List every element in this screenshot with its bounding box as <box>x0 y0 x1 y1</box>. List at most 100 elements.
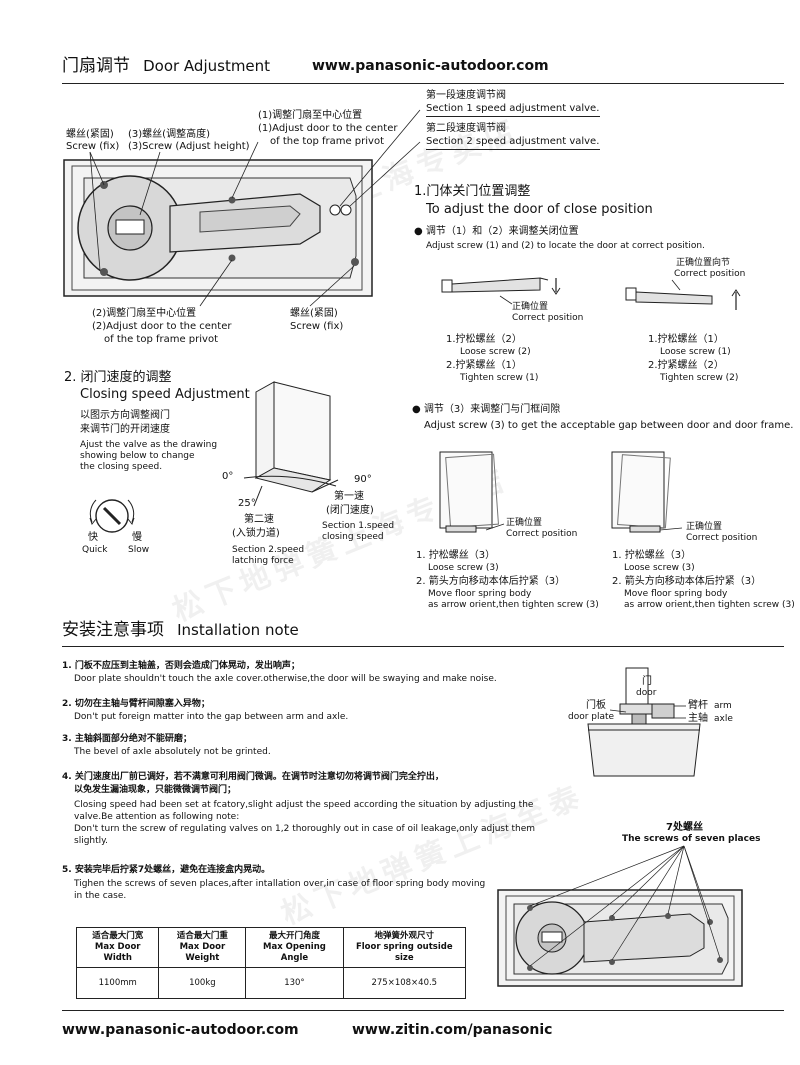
slow-label-en: Slow <box>128 545 150 555</box>
closing-speed-title-cn: 2. 闭门速度的调整 <box>64 370 172 385</box>
adjust2-label-en2: of the top frame privot <box>104 334 218 345</box>
correct-position-cn: 正确位置 <box>512 302 549 312</box>
speed2-cn2: (入锁力道) <box>232 528 280 539</box>
adjust1-label-en: (1)Adjust door to the center <box>258 123 398 134</box>
footer-url-2[interactable]: www.zitin.com/panasonic <box>352 1022 553 1038</box>
slow-label-cn: 慢 <box>132 532 142 543</box>
spec-value-weight: 100kg <box>158 967 247 999</box>
section2-underline <box>426 149 600 150</box>
angle-0-label: 0° <box>222 471 234 482</box>
right-step1-cn: 1.拧松螺丝（1） <box>648 334 724 345</box>
install-item-4-en1: Closing speed had been set at fcatory,sl… <box>74 800 534 810</box>
gap-left-step2-cn: 2. 箭头方向移动本体后拧紧（3） <box>416 576 566 587</box>
spec-table-value-row: 1100mm 100kg 130° 275×108×40.5 <box>75 967 467 999</box>
gap-correct-left-en: Correct position <box>506 529 578 539</box>
right-step1-en: Loose screw (1) <box>660 347 731 357</box>
footer-url-1[interactable]: www.panasonic-autodoor.com <box>62 1022 299 1038</box>
install-item-5-cn: 5. 安装完毕后拧紧7处螺丝，避免在连接盒内晃动。 <box>62 865 271 875</box>
install-item-4-cn2: 以免发生漏油现象，只能微微调节阀门； <box>74 785 237 795</box>
door-label-en: door <box>636 688 657 698</box>
speed2-en: Section 2.speed <box>232 545 305 555</box>
install-title-cn: 安装注意事项 <box>62 620 164 640</box>
screw-fix2-label-cn: 螺丝(紧固) <box>290 308 338 319</box>
install-item-5-en1: Tighen the screws of seven places,after … <box>74 879 486 889</box>
speed2-en2: latching force <box>232 556 294 566</box>
install-item-4-cn: 4. 关门速度出厂前已调好，若不满意可利用阀门微调。在调节时注意切勿将调节阀门完… <box>62 772 444 782</box>
speed1-cn: 第一速 <box>334 491 364 502</box>
closing-desc-cn2: 来调节门的开闭速度 <box>80 424 170 435</box>
close-position-title-en: To adjust the door of close position <box>426 202 653 217</box>
install-item-2-cn: 2. 切勿在主轴与臂杆间隙塞入异物； <box>62 699 210 709</box>
install-item-5-en2: in the case. <box>74 891 127 901</box>
install-item-1-cn: 1. 门板不应压到主轴盖，否则会造成门体晃动，发出响声； <box>62 661 300 671</box>
spec-value-width: 1100mm <box>75 967 160 999</box>
adjust1-label-cn: (1)调整门扇至中心位置 <box>258 110 363 121</box>
install-item-2-en: Don't put foreign matter into the gap be… <box>74 712 349 722</box>
speed1-en: Section 1.speed <box>322 521 395 531</box>
arm-label-en: arm <box>714 701 732 711</box>
gap-left-step1-cn: 1. 拧松螺丝（3） <box>416 550 496 561</box>
gap-left-step2-en2: as arrow orient,then tighten screw (3) <box>428 600 599 610</box>
footer-rule <box>62 1010 784 1011</box>
axle-label-en: axle <box>714 714 733 724</box>
section2-valve-en: Section 2 speed adjustment valve. <box>426 136 600 147</box>
seven-screws-en: The screws of seven places <box>622 834 761 844</box>
gap-correct-left-cn: 正确位置 <box>506 518 543 528</box>
left-step2-cn: 2.拧紧螺丝（1） <box>446 360 522 371</box>
doorplate-label-cn: 门板 <box>586 700 606 711</box>
speed1-en2: closing speed <box>322 532 384 542</box>
install-title: 安装注意事项 Installation note <box>62 620 299 640</box>
right-step2-cn: 2.拧紧螺丝（2） <box>648 360 724 371</box>
closing-desc-cn1: 以图示方向调整阀门 <box>80 410 170 421</box>
install-item-4-en3: Don't turn the screw of regulating valve… <box>74 824 536 834</box>
gap-correct-right-en: Correct position <box>686 533 758 543</box>
header-url[interactable]: www.panasonic-autodoor.com <box>312 58 549 74</box>
screw-fix2-label-en: Screw (fix) <box>290 321 344 332</box>
speed2-cn: 第二速 <box>244 514 274 525</box>
gap-right-step1-en: Loose screw (3) <box>624 563 695 573</box>
gap-right-step1-cn: 1. 拧松螺丝（3） <box>612 550 692 561</box>
speed1-cn2: (闭门速度) <box>326 505 374 516</box>
header-rule <box>62 83 784 84</box>
spec-value-size: 275×108×40.5 <box>342 967 467 999</box>
angle-25-label: 25° <box>238 498 256 509</box>
right-step2-en: Tighten screw (2) <box>660 373 739 383</box>
doorplate-label-en: door plate <box>568 712 615 722</box>
bullet1-cn: ● 调节（1）和（2）来调整关闭位置 <box>414 226 579 237</box>
door-label-cn: 门 <box>642 676 652 687</box>
section2-valve-cn: 第二段速度调节阀 <box>426 123 506 134</box>
section1-underline <box>426 116 600 117</box>
left-step2-en: Tighten screw (1) <box>460 373 539 383</box>
adjust1-label-en2: of the top frame privot <box>270 136 384 147</box>
left-step1-en: Loose screw (2) <box>460 347 531 357</box>
screw3-label-cn: (3)螺丝(调整高度) <box>128 129 210 140</box>
section1-valve-en: Section 1 speed adjustment valve. <box>426 103 600 114</box>
closing-desc-en1: Ajust the valve as the drawing <box>80 440 218 450</box>
correct-position-en: Correct position <box>512 313 584 323</box>
bullet2-cn: ● 调节（3）来调整门与门框间隙 <box>412 404 561 415</box>
adjust2-label-cn: (2)调整门扇至中心位置 <box>92 308 197 319</box>
install-item-4-en4: slightly. <box>74 836 109 846</box>
quick-label-cn: 快 <box>88 532 98 543</box>
bullet1-en: Adjust screw (1) and (2) to locate the d… <box>426 241 705 251</box>
install-item-4-en2: valve.Be attention as following note: <box>74 812 240 822</box>
gap-right-step2-cn: 2. 箭头方向移动本体后拧紧（3） <box>612 576 762 587</box>
closing-desc-en3: the closing speed. <box>80 462 163 472</box>
gap-left-step2-en: Move floor spring body <box>428 589 532 599</box>
gap-right-step2-en: Move floor spring body <box>624 589 728 599</box>
bullet2-en: Adjust screw (3) to get the acceptable g… <box>424 420 794 431</box>
quick-label-en: Quick <box>82 545 108 555</box>
close-position-title-cn: 1.门体关门位置调整 <box>414 184 531 199</box>
page-header: 门扇调节 Door Adjustment <box>62 56 270 76</box>
install-title-en: Installation note <box>177 621 299 639</box>
